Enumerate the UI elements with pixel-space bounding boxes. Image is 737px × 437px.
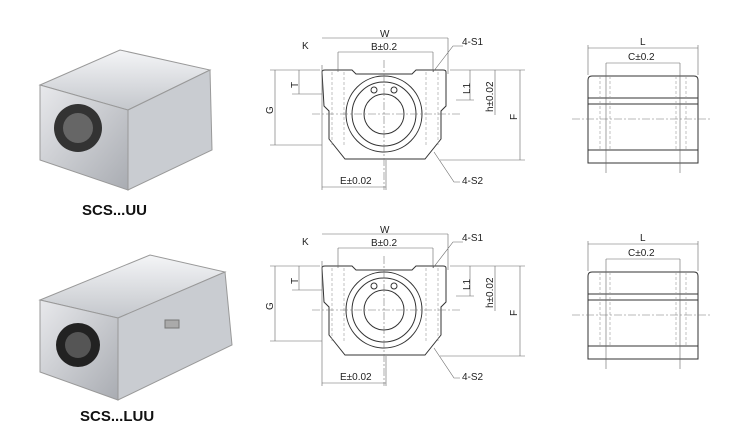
label-s1: 4-S1	[462, 233, 484, 244]
label-c: C±0.2	[628, 248, 655, 259]
front-view-drawing: W B±0.2 K 4-S1 T G L1 h±0.02 F E±0.02 4-…	[265, 225, 525, 386]
label-w: W	[380, 225, 390, 236]
product-caption-uu: SCS...UU	[82, 202, 148, 219]
label-h: h±0.02	[485, 81, 496, 112]
label-l: L	[640, 37, 646, 48]
row-scs-luu: W B±0.2 K 4-S1 T G L1 h±0.02 F E±0.02 4-…	[38, 225, 712, 401]
label-e: E±0.02	[340, 372, 372, 383]
label-f: F	[509, 310, 520, 316]
row-scs-uu: W B±0.2 K 4-S1 T G L1 h±0.02 F E±0.02 4-…	[38, 29, 712, 191]
label-k: K	[302, 41, 309, 52]
label-c: C±0.2	[628, 52, 655, 63]
label-l: L	[640, 233, 646, 244]
product-photo-uu	[38, 49, 213, 191]
label-e: E±0.02	[340, 176, 372, 187]
label-s1: 4-S1	[462, 37, 484, 48]
label-k: K	[302, 237, 309, 248]
label-l1: L1	[462, 278, 473, 290]
label-s2: 4-S2	[462, 176, 484, 187]
label-g: G	[265, 106, 276, 114]
label-w: W	[380, 29, 390, 40]
side-view-drawing: L C±0.2	[572, 233, 712, 369]
label-l1: L1	[462, 82, 473, 94]
label-t: T	[290, 278, 301, 284]
side-view-drawing: L C±0.2	[572, 37, 712, 173]
label-b: B±0.2	[371, 238, 397, 249]
label-s2: 4-S2	[462, 372, 484, 383]
product-photo-luu	[38, 254, 233, 401]
label-b: B±0.2	[371, 42, 397, 53]
label-g: G	[265, 302, 276, 310]
label-f: F	[509, 114, 520, 120]
product-caption-luu: SCS...LUU	[80, 408, 155, 425]
label-t: T	[290, 82, 301, 88]
label-h: h±0.02	[485, 277, 496, 308]
front-view-drawing: W B±0.2 K 4-S1 T G L1 h±0.02 F E±0.02 4-…	[265, 29, 525, 190]
